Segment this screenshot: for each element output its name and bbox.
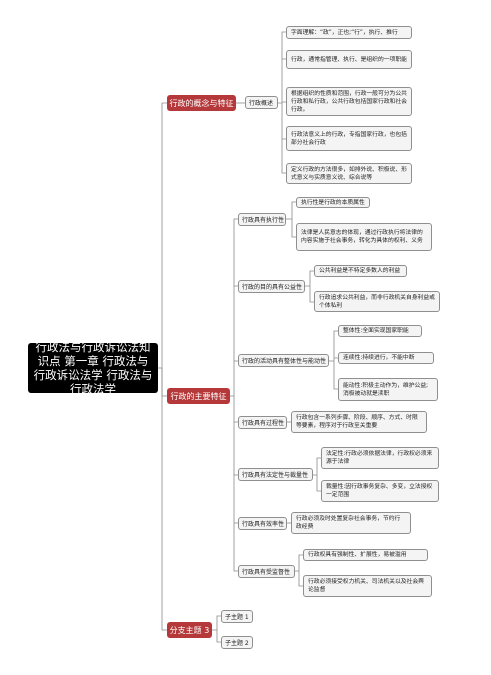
- leaf-f3-1[interactable]: 整体性:全面实现国家职能: [338, 325, 422, 337]
- sub-topic-feature-2[interactable]: 行政的目的具有公益性: [238, 280, 305, 293]
- link-concept-leaves: [278, 31, 286, 174]
- leaf-f2-2[interactable]: 行政追求公共利益，而非行政机关自身利益或个体私利: [314, 291, 440, 312]
- link-f2: [305, 270, 314, 303]
- leaf-f7-2[interactable]: 行政必须接受权力机关、司法机关以及社会舆论监督: [303, 575, 432, 597]
- child-topic-1[interactable]: 子主题 1: [221, 610, 253, 623]
- leaf-concept-2[interactable]: 行政，通常指管理、执行、是组织的一项职能: [286, 50, 412, 69]
- leaf-concept-1[interactable]: 字面理解：“政”，正也;“行”，执行、推行: [286, 26, 412, 39]
- link-main2-subs: [230, 218, 238, 572]
- sub-topic-feature-6[interactable]: 行政具有效率性: [238, 517, 287, 530]
- sub-topic-feature-5[interactable]: 行政具有法定性与裁量性: [238, 468, 313, 481]
- link-f3: [329, 330, 338, 390]
- sub-topic-feature-4[interactable]: 行政具有过程性: [238, 416, 287, 429]
- leaf-f5-1[interactable]: 法定性:行政必须依据法律，行政权必须来源于法律: [321, 447, 439, 469]
- sub-topic-feature-1[interactable]: 行政具有执行性: [238, 213, 286, 226]
- leaf-f3-2[interactable]: 连续性:持续进行，不能中断: [338, 352, 434, 364]
- leaf-f7-1[interactable]: 行政权具有强制性、扩展性，易被滥用: [303, 549, 428, 561]
- leaf-f6-1[interactable]: 行政必须及时处置复杂社会事务，节约行政经费: [291, 512, 411, 534]
- link-f7: [295, 554, 303, 587]
- link-f5: [313, 457, 321, 492]
- link-root-main1: [158, 102, 167, 369]
- leaf-f1-2[interactable]: 法律是人民意志的体现，通过行政执行将法律的内容实施于社会事务，转化为具体的权利、…: [296, 223, 432, 251]
- sub-topic-feature-7[interactable]: 行政具有受监督性: [238, 565, 295, 578]
- main-topic-features[interactable]: 行政的主要特征: [167, 388, 230, 404]
- main-topic-concept[interactable]: 行政的概念与特征: [167, 95, 236, 111]
- main-topic-branch3[interactable]: 分支主题 3: [167, 622, 212, 638]
- link-root-main3: [161, 368, 167, 631]
- root-topic[interactable]: 行政法与行政诉讼法知识点 第一章 行政法与行政诉讼法学 行政法与行政法学: [28, 340, 158, 396]
- leaf-concept-5[interactable]: 定义行政的方法很多，如排外说、积极说、形式意义与实质意义说、综合说等: [286, 163, 412, 184]
- child-topic-2[interactable]: 子主题 2: [221, 636, 253, 649]
- link-main3-children: [212, 615, 221, 643]
- leaf-f5-2[interactable]: 裁量性:因行政事务复杂、多变，立法授权一定范围: [321, 480, 439, 502]
- sub-topic-feature-3[interactable]: 行政的活动具有整体性与能动性: [238, 354, 329, 367]
- leaf-f4-1[interactable]: 行政包含一系列步骤、阶段、顺序、方式、时限等要素，程序对于行政至关重要: [291, 411, 427, 433]
- leaf-f3-3[interactable]: 能动性:积极主动作为，维护公益;消极被动就是渎职: [338, 378, 438, 401]
- sub-topic-overview[interactable]: 行政概述: [245, 96, 278, 109]
- leaf-f1-1[interactable]: 执行性是行政的本质属性: [296, 197, 370, 208]
- link-f1: [286, 201, 296, 238]
- leaf-f2-1[interactable]: 公共利益是不特定多数人的利益: [314, 265, 407, 277]
- leaf-concept-3[interactable]: 根据组织的性质和范围，行政一般可分为公共行政和私行政，公共行政包括国家行政和社会…: [286, 87, 412, 116]
- leaf-concept-4[interactable]: 行政法意义上的行政，专指国家行政，也包括部分社会行政: [286, 126, 412, 151]
